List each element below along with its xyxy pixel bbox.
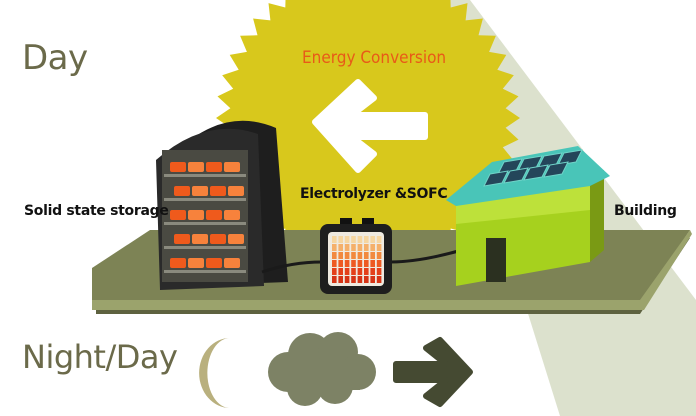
electrolyzer-cell: [357, 276, 363, 283]
solid-state-storage: [156, 120, 288, 290]
storage-shelf: [164, 270, 246, 273]
electrolyzer-cell: [338, 276, 343, 283]
solar-panel-cell: [483, 170, 509, 187]
electrolyzer-cell: [332, 268, 337, 275]
electrolyzer-cell: [364, 268, 369, 275]
electrolyzer-cell: [357, 244, 363, 251]
solar-panel-cell: [523, 164, 549, 181]
electrolyzer-cell: [332, 252, 337, 259]
electrolyzer-cell: [338, 268, 343, 275]
storage-block: [228, 234, 244, 244]
electrolyzer-cell: [338, 244, 343, 251]
electrolyzer-cell: [338, 252, 343, 259]
storage-block: [188, 258, 204, 268]
platform-edge: [92, 230, 692, 310]
solar-panel-cell: [543, 161, 569, 178]
house-door: [486, 238, 506, 282]
electrolyzer-cell: [351, 268, 356, 275]
electrolyzer-cell: [344, 268, 350, 275]
building-house: [446, 146, 610, 286]
electrolyzer-cell: [376, 244, 382, 251]
storage-block: [210, 234, 226, 244]
solar-panel-cell: [557, 149, 583, 166]
electrolyzer-cell: [357, 268, 363, 275]
cable-right: [389, 248, 463, 264]
storage-block: [188, 162, 204, 172]
electrolyzer-unit: [320, 218, 392, 294]
storage-block: [224, 258, 240, 268]
solid-state-storage-label: Solid state storage: [24, 203, 169, 219]
cable-left: [261, 260, 323, 274]
storage-block: [170, 210, 186, 220]
electrolyzer-cell: [332, 276, 337, 283]
storage-block: [210, 186, 226, 196]
electrolyzer-cell: [344, 252, 350, 259]
storage-block: [174, 234, 190, 244]
electrolyzer-cell: [370, 260, 375, 267]
storage-block: [170, 258, 186, 268]
electrolyzer-cell: [370, 252, 375, 259]
electrolyzer-cell: [376, 252, 382, 259]
electrolyzer-label: Electrolyzer &SOFC: [300, 186, 448, 202]
storage-block: [206, 162, 222, 172]
storage-block: [188, 210, 204, 220]
electrolyzer-cell: [376, 276, 382, 283]
day-label: Day: [22, 38, 88, 78]
electrolyzer-cell: [332, 244, 337, 251]
electrolyzer-cell: [370, 244, 375, 251]
electrolyzer-cell: [351, 260, 356, 267]
storage-block: [206, 210, 222, 220]
electrolyzer-cell: [357, 260, 363, 267]
electrolyzer-cell: [332, 236, 337, 243]
storage-shelf: [164, 174, 246, 177]
arrow-right-icon: [393, 337, 473, 407]
moon-icon: [199, 338, 230, 408]
electrolyzer-cell: [376, 236, 382, 243]
electrolyzer-cell: [344, 260, 350, 267]
storage-block: [192, 234, 208, 244]
electrolyzer-cell: [364, 260, 369, 267]
electrolyzer-cell: [344, 244, 350, 251]
electrolyzer-cell: [376, 268, 382, 275]
storage-block: [206, 258, 222, 268]
electrolyzer-cell: [370, 268, 375, 275]
storage-block: [228, 186, 244, 196]
electrolyzer-cell: [364, 276, 369, 283]
cloud-icon: [268, 332, 376, 406]
storage-block: [192, 186, 208, 196]
solar-panel-icon: [483, 149, 583, 187]
electrolyzer-cell: [370, 276, 375, 283]
night-day-label: Night/Day: [22, 338, 178, 376]
solar-panel-cell: [503, 167, 529, 184]
storage-shelf: [164, 222, 246, 225]
electrolyzer-cell: [351, 252, 356, 259]
electrolyzer-cell: [364, 244, 369, 251]
electrolyzer-cell: [344, 276, 350, 283]
electrolyzer-cell: [351, 236, 356, 243]
electrolyzer-cell: [364, 236, 369, 243]
electrolyzer-cell: [376, 260, 382, 267]
storage-block: [224, 162, 240, 172]
storage-shelf: [164, 246, 246, 249]
electrolyzer-cell: [357, 252, 363, 259]
energy-conversion-label: Energy Conversion: [302, 48, 447, 68]
building-label: Building: [614, 203, 677, 219]
electrolyzer-cell: [338, 236, 343, 243]
arrow-left-icon: [312, 79, 428, 173]
storage-block: [224, 210, 240, 220]
electrolyzer-cell: [338, 260, 343, 267]
electrolyzer-cell: [344, 236, 350, 243]
electrolyzer-cell: [351, 276, 356, 283]
storage-block: [170, 162, 186, 172]
electrolyzer-cell: [364, 252, 369, 259]
electrolyzer-cell: [332, 260, 337, 267]
electrolyzer-cell: [357, 236, 363, 243]
storage-block: [174, 186, 190, 196]
storage-shelf: [164, 198, 246, 201]
electrolyzer-cell: [351, 244, 356, 251]
electrolyzer-cell: [370, 236, 375, 243]
